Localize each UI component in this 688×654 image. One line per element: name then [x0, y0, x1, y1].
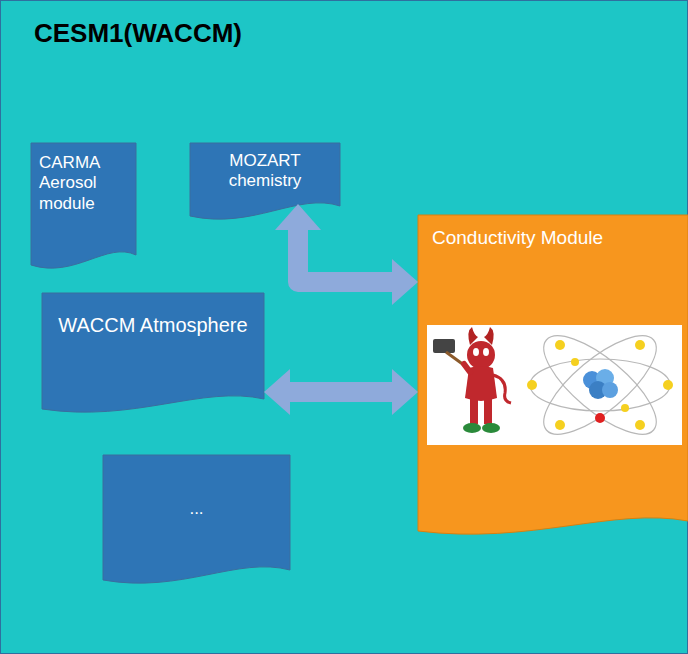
- module-box: CARMA Aerosol module: [31, 143, 136, 271]
- arrow-head: [392, 369, 418, 415]
- box-outline: [103, 455, 290, 586]
- diagram-title: CESM1(WACCM): [34, 18, 654, 49]
- box-outline: [42, 293, 264, 415]
- picture-panel: [427, 325, 682, 445]
- box-label: ...: [114, 499, 279, 519]
- arrow-head: [392, 259, 418, 305]
- module-box: WACCM Atmosphere: [42, 293, 264, 415]
- arrow-shaft: [298, 228, 394, 282]
- arrow-head: [275, 204, 321, 230]
- box-label: Conductivity Module: [432, 227, 612, 250]
- hammer-head: [433, 339, 455, 353]
- module-box: MOZART chemistry: [190, 143, 340, 222]
- module-box: ...: [103, 455, 290, 586]
- double-arrow: [264, 369, 418, 415]
- box-label: WACCM Atmosphere: [53, 313, 253, 337]
- double-arrow: [275, 204, 418, 305]
- arrow-head: [264, 369, 290, 415]
- arrow-shaft: [288, 382, 394, 402]
- box-label: MOZART chemistry: [200, 151, 330, 192]
- box-label: CARMA Aerosol module: [39, 153, 128, 214]
- devil-figure: [433, 327, 511, 433]
- atom-figure: [527, 320, 673, 450]
